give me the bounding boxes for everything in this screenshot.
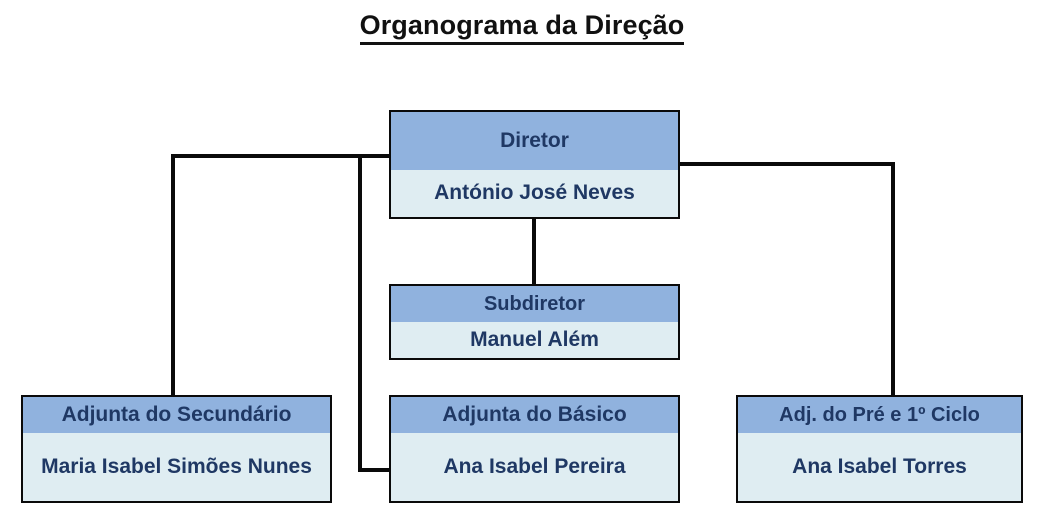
org-node-subdiretor[interactable]: Subdiretor Manuel Além bbox=[389, 284, 680, 360]
edge-diretor-adj-pre-ciclo bbox=[678, 162, 895, 398]
org-node-adjunta-basico[interactable]: Adjunta do Básico Ana Isabel Pereira bbox=[389, 395, 680, 503]
page-title-text: Organograma da Direção bbox=[359, 10, 685, 45]
edge-diretor-adjunta-secundario bbox=[171, 154, 391, 398]
org-node-adjunta-basico-role: Adjunta do Básico bbox=[391, 397, 678, 433]
org-node-adjunta-secundario-role: Adjunta do Secundário bbox=[23, 397, 330, 433]
org-node-adjunta-secundario[interactable]: Adjunta do Secundário Maria Isabel Simõe… bbox=[21, 395, 332, 503]
org-node-diretor-person: António José Neves bbox=[391, 170, 678, 217]
org-node-subdiretor-role: Subdiretor bbox=[391, 286, 678, 322]
org-node-adj-pre-ciclo[interactable]: Adj. do Pré e 1º Ciclo Ana Isabel Torres bbox=[736, 395, 1023, 503]
org-node-adj-pre-ciclo-role: Adj. do Pré e 1º Ciclo bbox=[738, 397, 1021, 433]
org-node-adjunta-secundario-person: Maria Isabel Simões Nunes bbox=[23, 433, 330, 501]
org-node-adj-pre-ciclo-person: Ana Isabel Torres bbox=[738, 433, 1021, 501]
org-node-diretor-role: Diretor bbox=[391, 112, 678, 170]
page-title: Organograma da Direção bbox=[0, 10, 1044, 45]
org-node-subdiretor-person: Manuel Além bbox=[391, 322, 678, 358]
edge-diretor-adjunta-basico bbox=[358, 155, 391, 472]
org-node-adjunta-basico-person: Ana Isabel Pereira bbox=[391, 433, 678, 501]
org-node-diretor[interactable]: Diretor António José Neves bbox=[389, 110, 680, 219]
